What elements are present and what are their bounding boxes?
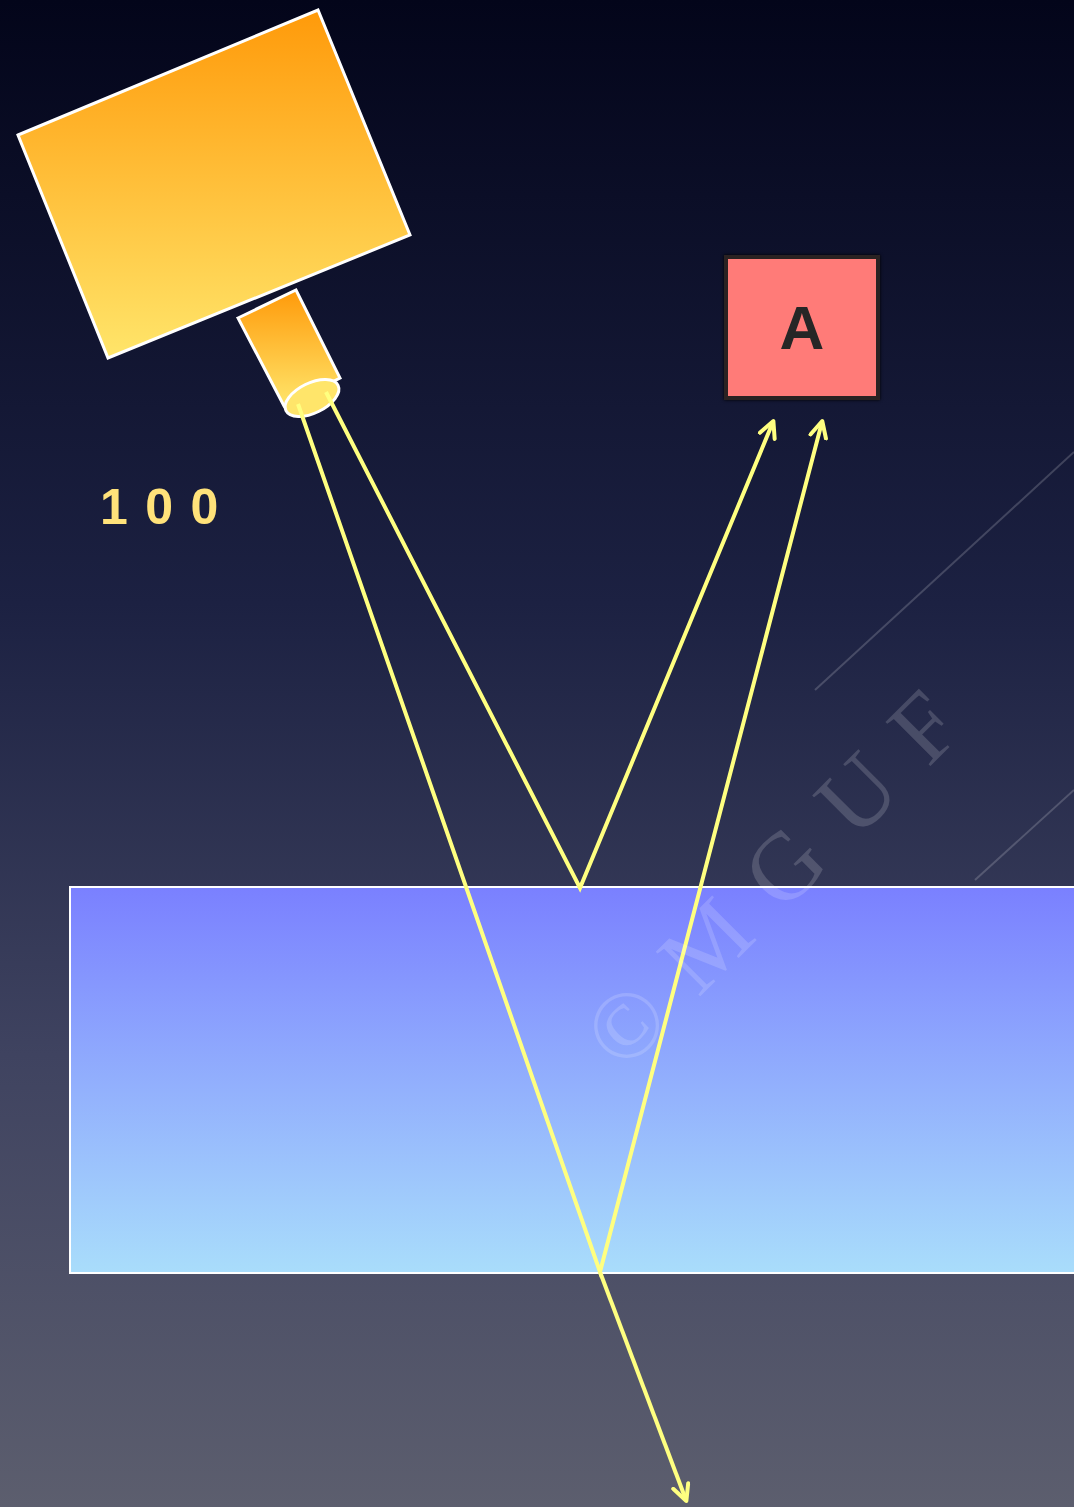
reflected-ray	[326, 392, 773, 888]
watermark-line	[815, 452, 1074, 690]
transmitted-ray	[600, 1272, 686, 1500]
light-source	[18, 10, 410, 358]
node-label: A	[780, 297, 825, 359]
watermark-line	[975, 790, 1074, 880]
nozzle-opening	[279, 372, 344, 424]
callout-number: 100	[100, 478, 236, 536]
target-box: A	[724, 255, 880, 400]
glass-slab	[70, 887, 1074, 1273]
